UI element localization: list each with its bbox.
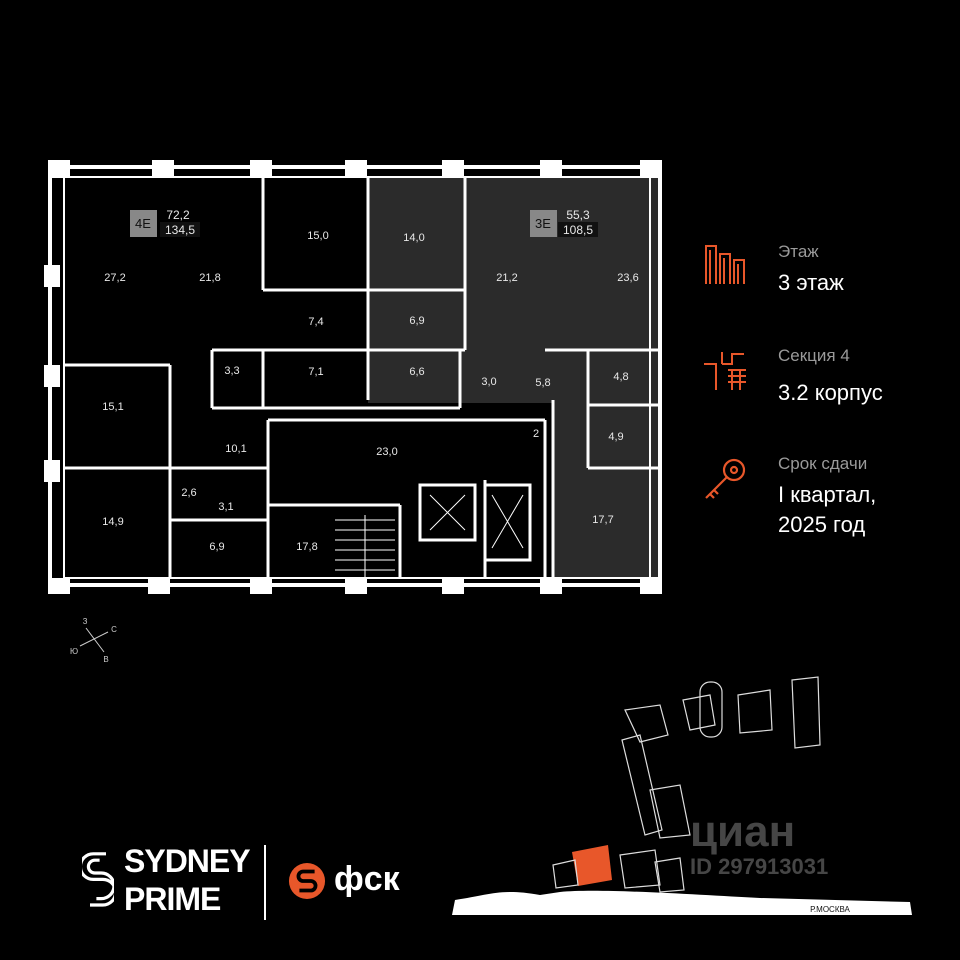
apartment-3e-area-lower bbox=[553, 352, 658, 578]
room-area: 4,9 bbox=[608, 431, 623, 443]
room-area: 15,1 bbox=[102, 401, 123, 413]
apartment-area-total: 108,5 bbox=[563, 223, 593, 237]
site-map-highlight bbox=[552, 845, 685, 893]
room-area: 21,2 bbox=[496, 272, 517, 284]
floor-value: 3 этаж bbox=[778, 270, 844, 295]
room-area: 7,1 bbox=[308, 366, 323, 378]
room-area: 3,3 bbox=[224, 365, 239, 377]
room-area: 2 bbox=[533, 428, 539, 440]
brand-name-line2: PRIME bbox=[124, 881, 221, 917]
logo-divider bbox=[264, 845, 266, 920]
apartment-tag-3e: 3Е 55,3 108,5 bbox=[530, 208, 598, 237]
apartment-tag-4e: 4Е 72,2 134,5 bbox=[130, 208, 200, 237]
room-area: 6,9 bbox=[409, 315, 424, 327]
apartment-code: 3Е bbox=[535, 216, 551, 231]
room-area: 10,1 bbox=[225, 443, 246, 455]
watermark-id: ID 297913031 bbox=[690, 854, 829, 879]
room-area: 7,4 bbox=[308, 316, 323, 328]
compass: З С В Ю bbox=[70, 617, 117, 664]
room-area: 4,8 bbox=[613, 371, 628, 383]
section-icon bbox=[704, 352, 746, 390]
interior-walls bbox=[64, 177, 658, 578]
compass-n: З bbox=[83, 617, 88, 626]
stairs bbox=[335, 515, 395, 578]
floor-label: Этаж bbox=[778, 242, 819, 261]
room-labels: 27,2 21,8 15,0 14,0 21,2 23,6 7,4 6,9 3,… bbox=[102, 230, 638, 553]
room-area: 2,6 bbox=[181, 487, 196, 499]
room-area: 27,2 bbox=[104, 272, 125, 284]
room-area: 15,0 bbox=[307, 230, 328, 242]
key-icon bbox=[705, 458, 746, 499]
deadline-value-line1: I квартал, bbox=[778, 482, 877, 507]
deadline-value-line2: 2025 год bbox=[778, 512, 866, 537]
room-area: 14,9 bbox=[102, 516, 123, 528]
apartment-code: 4Е bbox=[135, 216, 151, 231]
deadline-label: Срок сдачи bbox=[778, 454, 868, 473]
watermark-site: циан bbox=[690, 807, 796, 856]
sydney-prime-emblem bbox=[82, 852, 114, 907]
compass-e: С bbox=[111, 625, 117, 634]
watermark: циан ID 297913031 bbox=[690, 810, 828, 880]
building-icon bbox=[705, 245, 745, 284]
site-map bbox=[452, 676, 912, 915]
room-area: 6,9 bbox=[209, 541, 224, 553]
compass-w: Ю bbox=[70, 647, 78, 656]
room-area: 3,1 bbox=[218, 501, 233, 513]
room-area: 6,6 bbox=[409, 366, 424, 378]
elevators bbox=[429, 494, 524, 549]
room-area: 23,0 bbox=[376, 446, 397, 458]
room-area: 17,7 bbox=[592, 514, 613, 526]
fsk-name: фск bbox=[334, 860, 400, 898]
apartment-area-total: 134,5 bbox=[165, 223, 195, 237]
fsk-emblem bbox=[288, 862, 326, 900]
room-area: 17,8 bbox=[296, 541, 317, 553]
room-area: 14,0 bbox=[403, 232, 424, 244]
section-value: 3.2 корпус bbox=[778, 380, 883, 405]
room-area: 5,8 bbox=[535, 377, 550, 389]
room-area: 23,6 bbox=[617, 272, 638, 284]
section-label: Секция 4 bbox=[778, 346, 850, 365]
windows bbox=[44, 160, 662, 594]
brand-name-line1: SYDNEY bbox=[124, 843, 251, 879]
room-area: 3,0 bbox=[481, 376, 496, 388]
river-label: Р.МОСКВА bbox=[810, 905, 850, 914]
apartment-area-living: 72,2 bbox=[166, 208, 190, 222]
apartment-area-living: 55,3 bbox=[566, 208, 590, 222]
room-area: 21,8 bbox=[199, 272, 220, 284]
compass-s: В bbox=[103, 655, 108, 664]
